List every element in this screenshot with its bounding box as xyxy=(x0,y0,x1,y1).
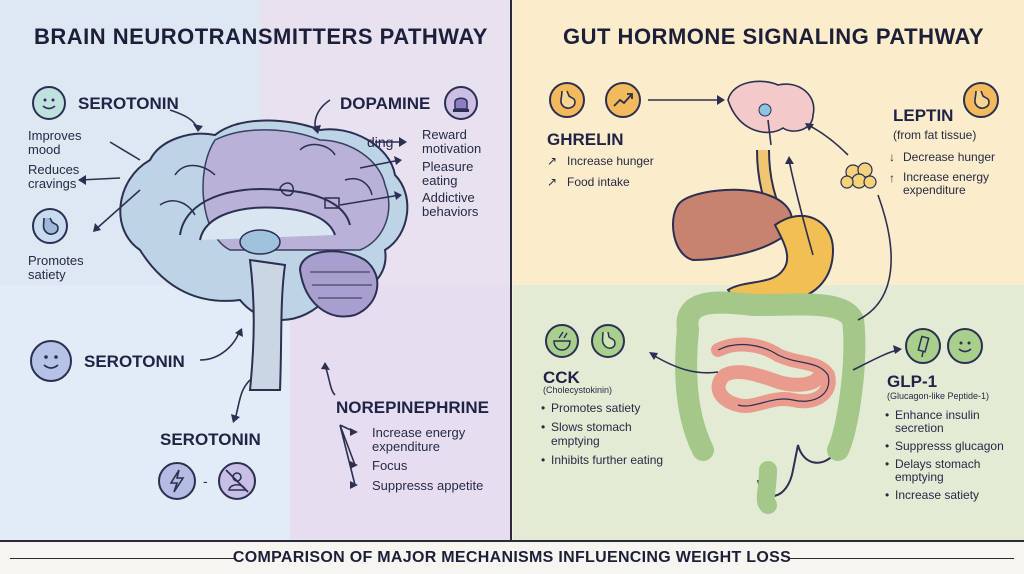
lightning-icon xyxy=(158,462,196,500)
arrow-up-icon: ↑ xyxy=(889,171,895,185)
gut-illustration xyxy=(648,80,902,514)
dopamine-label: DOPAMINE xyxy=(340,94,431,113)
glp1-subtitle: (Glucagon-like Peptide-1) xyxy=(887,391,990,401)
effect-reward-motivation: Reward motivation xyxy=(422,127,482,156)
list-item: Inhibits further eating xyxy=(541,453,681,467)
syringe-icon xyxy=(905,328,941,364)
footer-divider xyxy=(10,558,235,559)
glp1-effects-list: Enhance insulin secretion Suppresss gluc… xyxy=(885,409,1015,503)
brain-pathway-title: BRAIN NEUROTRANSMITTERS PATHWAY xyxy=(34,24,488,49)
trend-up-icon: ↗ xyxy=(547,154,558,168)
cck-label: CCK xyxy=(543,368,580,387)
effect-food-intake: Food intake xyxy=(567,175,630,189)
effect-increase-hunger: Increase hunger xyxy=(567,154,654,168)
no-person-icon xyxy=(218,462,256,500)
effect-addictive-behaviors: Addictive behaviors xyxy=(422,190,479,219)
brain-pathway-panel: BRAIN NEUROTRANSMITTERS PATHWAY SEROTONI… xyxy=(0,0,511,540)
glp1-label: GLP-1 xyxy=(887,372,938,391)
list-item: Slows stomach emptying xyxy=(541,420,681,448)
list-item: Suppresss glucagon xyxy=(885,440,1015,454)
bowl-icon xyxy=(545,324,579,358)
smile-face-icon xyxy=(947,328,983,364)
brain-illustration xyxy=(78,99,409,489)
footer-caption: COMPARISON OF MAJOR MECHANISMS INFLUENCI… xyxy=(232,549,792,566)
cck-effects-list: Promotes satiety Slows stomach emptying … xyxy=(541,401,681,467)
list-item: Enhance insulin secretion xyxy=(885,409,1015,435)
serotonin-bottom-label: SEROTONIN xyxy=(160,430,261,449)
stomach-icon xyxy=(591,324,625,358)
smile-face-icon xyxy=(30,340,72,382)
effect-increase-energy: Increase energy expenditure xyxy=(903,170,990,197)
trend-up-icon xyxy=(605,82,641,118)
effect-decrease-hunger: Decrease hunger xyxy=(903,150,996,164)
leptin-label: LEPTIN xyxy=(893,106,954,125)
ding-text: ding xyxy=(367,134,394,150)
siren-icon xyxy=(444,86,478,120)
separator-text: - xyxy=(203,473,208,489)
arrow-down-icon: ↓ xyxy=(889,150,895,164)
list-item: Increase satiety xyxy=(885,489,1015,503)
effect-improves-mood: Improves mood xyxy=(28,128,82,157)
serotonin-top-label: SEROTONIN xyxy=(78,94,179,113)
effect-suppress-appetite: Suppresss appetite xyxy=(372,478,484,493)
list-item: Promotes satiety xyxy=(541,401,681,415)
effect-focus: Focus xyxy=(372,458,408,473)
effect-pleasure-eating: Pleasure eating xyxy=(422,159,474,188)
smile-face-icon xyxy=(32,86,66,120)
ghrelin-label: GHRELIN xyxy=(547,130,624,149)
effect-reduces-cravings: Reduces cravings xyxy=(28,162,80,191)
effect-increase-energy: Increase energy expenditure xyxy=(372,425,466,454)
list-item: Delays stomach emptying xyxy=(885,458,1015,484)
gut-pathway-panel: GUT HORMONE SIGNALING PATHWAY GHRELIN ↗ … xyxy=(513,0,1024,540)
stomach-icon xyxy=(549,82,585,118)
cck-subtitle: (Cholecystokinin) xyxy=(543,385,613,395)
trend-up-icon: ↗ xyxy=(547,175,558,189)
stomach-icon xyxy=(32,208,68,244)
panel-divider xyxy=(510,0,512,540)
leptin-subtitle: (from fat tissue) xyxy=(893,128,977,142)
gut-pathway-title: GUT HORMONE SIGNALING PATHWAY xyxy=(563,24,985,49)
serotonin-mid-label: SEROTONIN xyxy=(84,352,185,371)
footer-divider xyxy=(790,558,1014,559)
footer: COMPARISON OF MAJOR MECHANISMS INFLUENCI… xyxy=(0,540,1024,574)
bg-quadrant xyxy=(290,285,511,540)
norepinephrine-label: NOREPINEPHRINE xyxy=(336,398,490,417)
stomach-icon xyxy=(963,82,999,118)
effect-promotes-satiety: Promotes satiety xyxy=(28,253,84,282)
